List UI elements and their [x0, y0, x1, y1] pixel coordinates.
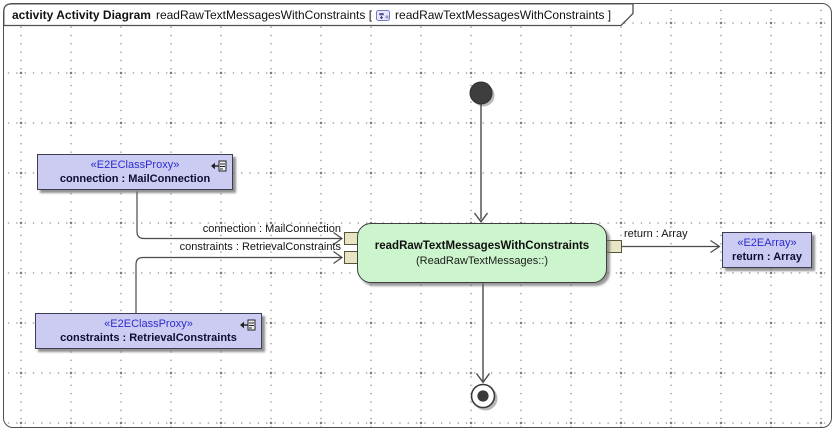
object-node-name: constraints : RetrievalConstraints — [60, 332, 237, 344]
object-node-name: return : Array — [732, 251, 802, 263]
edge-constraints-to-pin[interactable] — [135, 256, 341, 314]
diagram-frame — [3, 3, 832, 428]
frame-heading: activity Activity Diagram readRawTextMes… — [12, 7, 611, 23]
object-node-constraints-proxy[interactable]: «E2EClassProxy» constraints : RetrievalC… — [35, 313, 262, 349]
action-name: readRawTextMessagesWithConstraints — [374, 239, 590, 252]
activity-diagram-icon — [376, 9, 391, 22]
stereotype-label: «E2EArray» — [737, 237, 797, 249]
edge-connection-to-pin[interactable] — [136, 191, 341, 240]
link-into-structure-icon — [239, 318, 256, 336]
heading-diagram-name: readRawTextMessagesWithConstraints [ — [155, 8, 373, 22]
stereotype-label: «E2EClassProxy» — [90, 159, 180, 171]
output-pin-return[interactable] — [606, 240, 622, 253]
arrowhead-into-pin2 — [333, 251, 344, 264]
arrowhead-into-pin1 — [333, 232, 344, 245]
heading-context-name: readRawTextMessagesWithConstraints ] — [395, 8, 612, 22]
action-namespace: (ReadRawTextMessages::) — [415, 254, 549, 267]
stereotype-label: «E2EClassProxy» — [104, 318, 193, 330]
initial-node[interactable] — [469, 81, 493, 105]
arrowhead-into-array — [710, 240, 721, 253]
arrowhead-into-action — [473, 212, 489, 223]
heading-keyword: activity Activity Diagram — [12, 8, 151, 22]
edge-label-connection[interactable]: connection : MailConnection — [202, 223, 341, 235]
object-node-name: connection : MailConnection — [59, 173, 211, 185]
edge-label-return[interactable]: return : Array — [624, 228, 688, 240]
object-node-connection-proxy[interactable]: «E2EClassProxy» connection : MailConnect… — [37, 154, 233, 190]
action-readRawTextMessagesWithConstraints[interactable]: readRawTextMessagesWithConstraints (Read… — [357, 223, 607, 283]
object-node-return-array[interactable]: «E2EArray» return : Array — [722, 232, 812, 268]
arrowhead-into-final — [475, 373, 491, 384]
edge-label-constraints[interactable]: constraints : RetrievalConstraints — [179, 241, 341, 253]
frame-heading-shape — [3, 3, 634, 27]
activity-final-node-core — [477, 390, 489, 402]
link-into-structure-icon — [210, 159, 227, 177]
